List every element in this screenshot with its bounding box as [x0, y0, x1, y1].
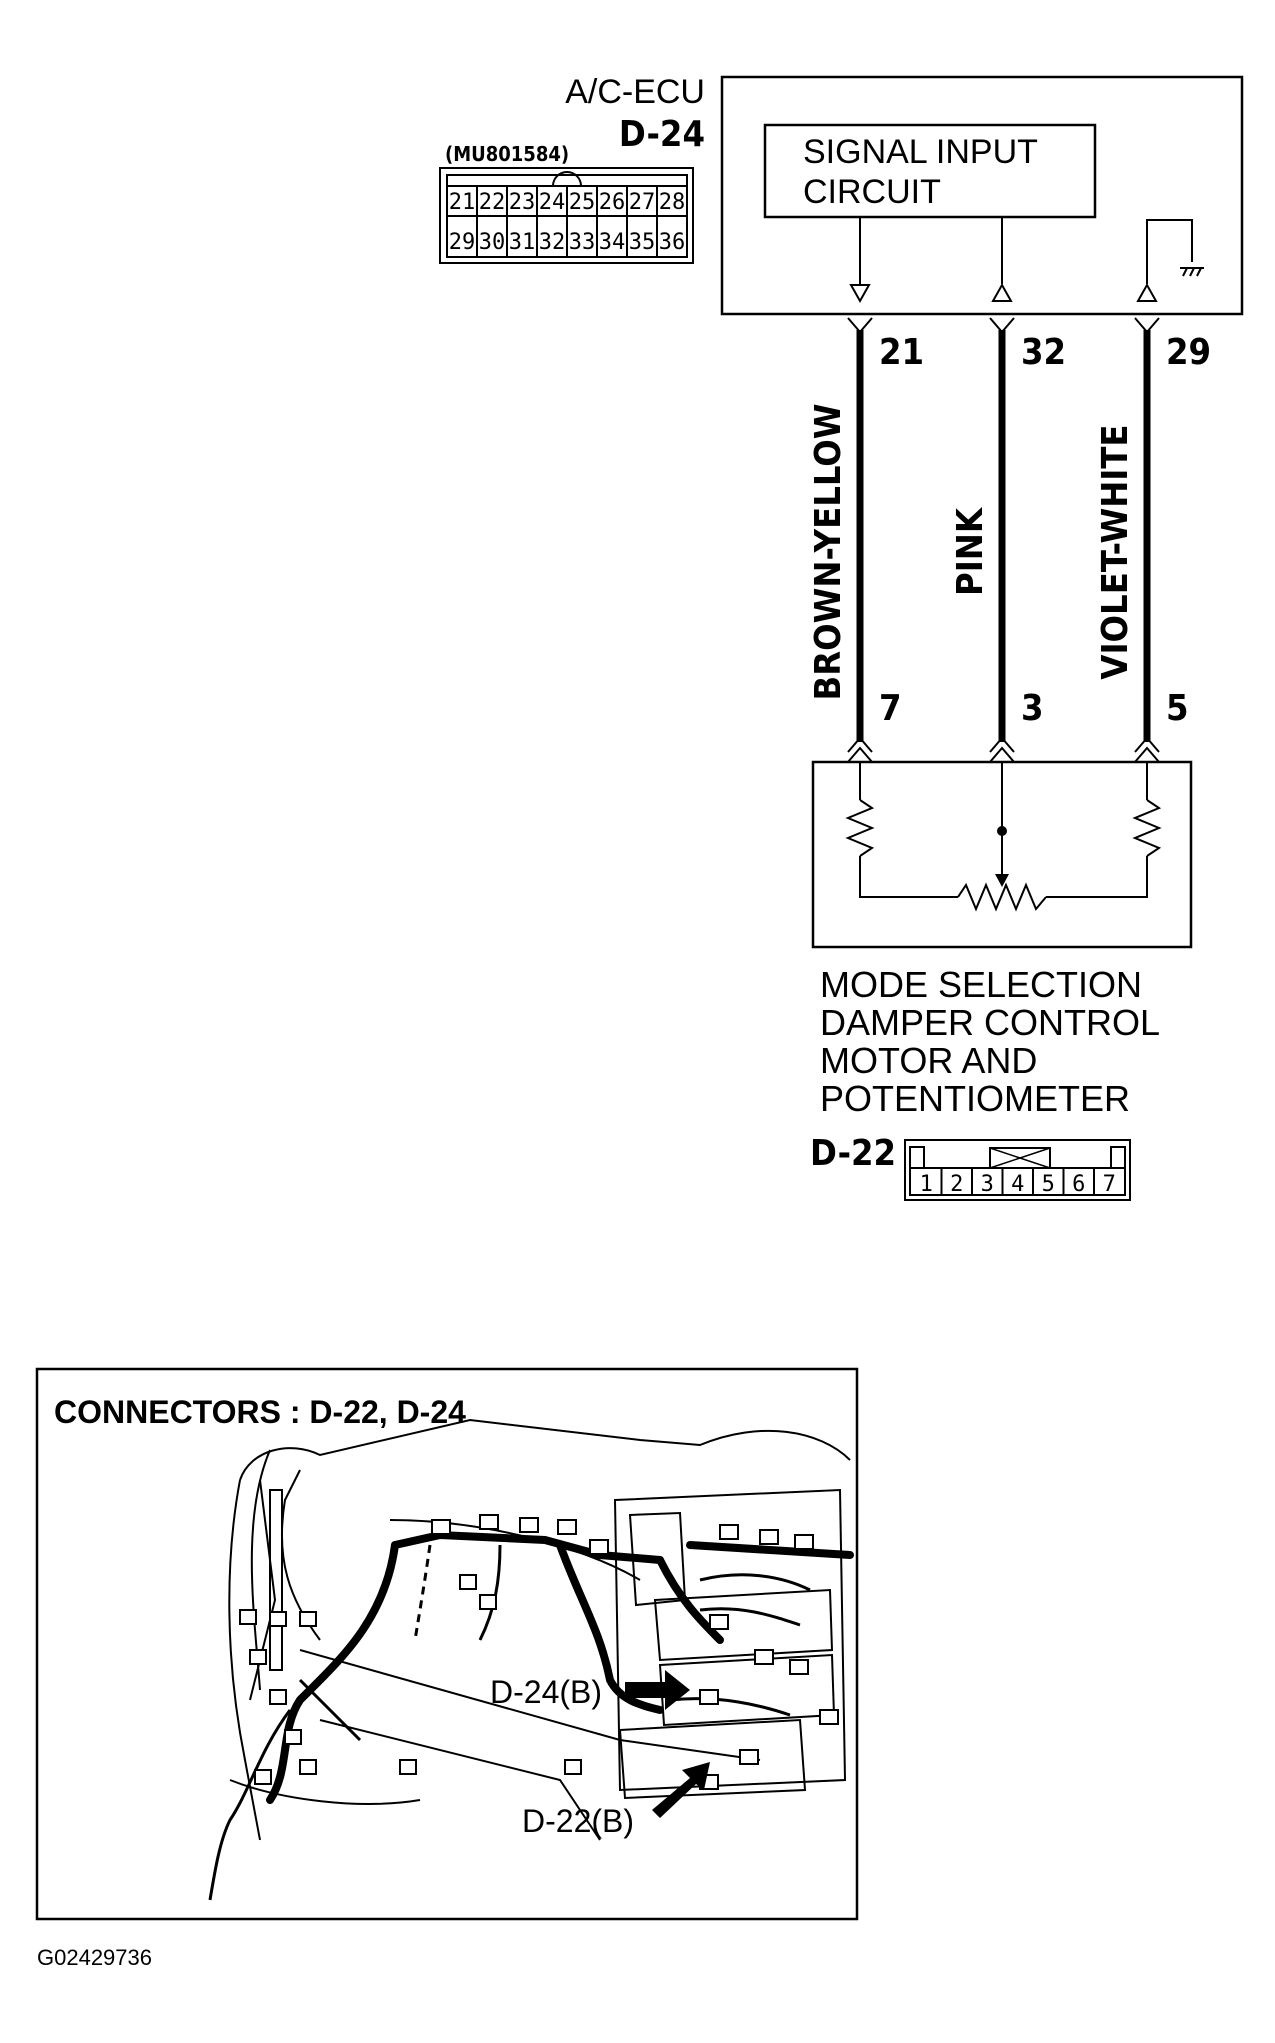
connector-chevron-icon: [847, 317, 873, 334]
d24-pin-number: 30: [479, 230, 506, 255]
terminal-triangle-icon: [991, 282, 1013, 302]
d24-pin-number: 36: [659, 230, 686, 255]
wire-color-pink: PINK: [950, 506, 991, 596]
d24-pin-number: 35: [629, 230, 656, 255]
connector-chevron-icon: [989, 746, 1015, 763]
resistor-center-icon: [957, 882, 1047, 912]
d22-callout-arrow-icon: [652, 1762, 710, 1818]
motor-title-line1: MODE SELECTION: [820, 964, 1142, 1005]
motor-connector-id: D-22: [810, 1133, 896, 1174]
locator-frame: [35, 1367, 859, 1921]
d22-pin-number: 1: [920, 1172, 933, 1197]
locator-callout-d22: D-22(B): [522, 1803, 634, 1839]
d24-pin-number: 33: [569, 230, 596, 255]
connector-chevron-icon: [847, 736, 873, 753]
connector-chevron-icon: [1134, 736, 1160, 753]
connector-chevron-icon: [1134, 746, 1160, 763]
motor-title-line3: MOTOR AND: [820, 1040, 1037, 1081]
motor-pin-7: 7: [879, 688, 902, 729]
terminal-triangle-icon: [1136, 282, 1158, 302]
locator-title: CONNECTORS : D-22, D-24: [54, 1394, 466, 1430]
locator-callout-d24: D-24(B): [490, 1674, 602, 1710]
d24-pin-number: 24: [539, 190, 566, 215]
harness-illustration: [266, 1530, 854, 1804]
d22-pin-number: 4: [1011, 1172, 1024, 1197]
d24-pin-number: 21: [449, 190, 476, 215]
d22-pin-number: 2: [950, 1172, 963, 1197]
figure-code: G02429736: [37, 1945, 152, 1970]
wire-color-violet-white: VIOLET-WHITE: [1095, 424, 1136, 679]
d24-pin-number: 31: [509, 230, 536, 255]
circuit-label-line1: SIGNAL INPUT: [803, 133, 1038, 171]
connector-chevron-icon: [989, 736, 1015, 753]
motor-title-line4: POTENTIOMETER: [820, 1078, 1130, 1119]
d24-pin-number: 32: [539, 230, 566, 255]
d22-pin-number: 5: [1042, 1172, 1055, 1197]
circuit-label-line2: CIRCUIT: [803, 173, 941, 211]
wiper-arrow-icon: [995, 874, 1009, 887]
harness-connectors: [239, 1514, 839, 1790]
d24-pin-number: 34: [599, 230, 626, 255]
ground-icon: [1180, 267, 1204, 277]
resistor-left-icon: [845, 799, 875, 857]
d24-pin-number: 26: [599, 190, 626, 215]
d24-pin-number: 23: [509, 190, 536, 215]
wire-harness: 21 32 29 BROWN-YELLOW PINK VIOLET-WHITE …: [808, 317, 1211, 763]
ecu-name: A/C-ECU: [565, 73, 705, 111]
motor-pin-3: 3: [1021, 688, 1044, 729]
ecu-block: [720, 75, 1244, 316]
d22-pin-number: 7: [1103, 1172, 1116, 1197]
d24-pin-number: 27: [629, 190, 656, 215]
d24-pin-number: 29: [449, 230, 476, 255]
ecu-internal-wiring: [859, 217, 1193, 284]
dashboard-illustration: [228, 1418, 851, 1841]
wire-color-brown-yellow: BROWN-YELLOW: [808, 404, 849, 701]
potentiometer-circuit: [845, 762, 1162, 912]
ecu-connector-id: D-24: [619, 114, 705, 155]
ecu-terminal-triangles: [849, 282, 1158, 304]
connector-chevron-icon: [1134, 317, 1160, 334]
ecu-part-number: (MU801584): [445, 142, 569, 166]
motor-pin-5: 5: [1166, 688, 1189, 729]
ecu-pin-32: 32: [1021, 332, 1066, 373]
d24-pin-number: 28: [659, 190, 686, 215]
connector-chevron-icon: [847, 746, 873, 763]
d24-pin-number: 25: [569, 190, 596, 215]
ecu-pin-29: 29: [1166, 332, 1211, 373]
resistor-right-icon: [1132, 799, 1162, 857]
d22-pin-number: 6: [1072, 1172, 1085, 1197]
d24-callout-arrow-icon: [625, 1670, 690, 1710]
wiper-junction-dot: [997, 826, 1007, 836]
connector-chevron-icon: [989, 317, 1015, 334]
signal-input-circuit-box: [763, 123, 1097, 219]
d22-pin-number: 3: [981, 1172, 994, 1197]
ecu-pin-21: 21: [879, 332, 924, 373]
terminal-triangle-icon: [849, 284, 871, 304]
d24-pin-number: 22: [479, 190, 506, 215]
motor-title-line2: DAMPER CONTROL: [820, 1002, 1160, 1043]
